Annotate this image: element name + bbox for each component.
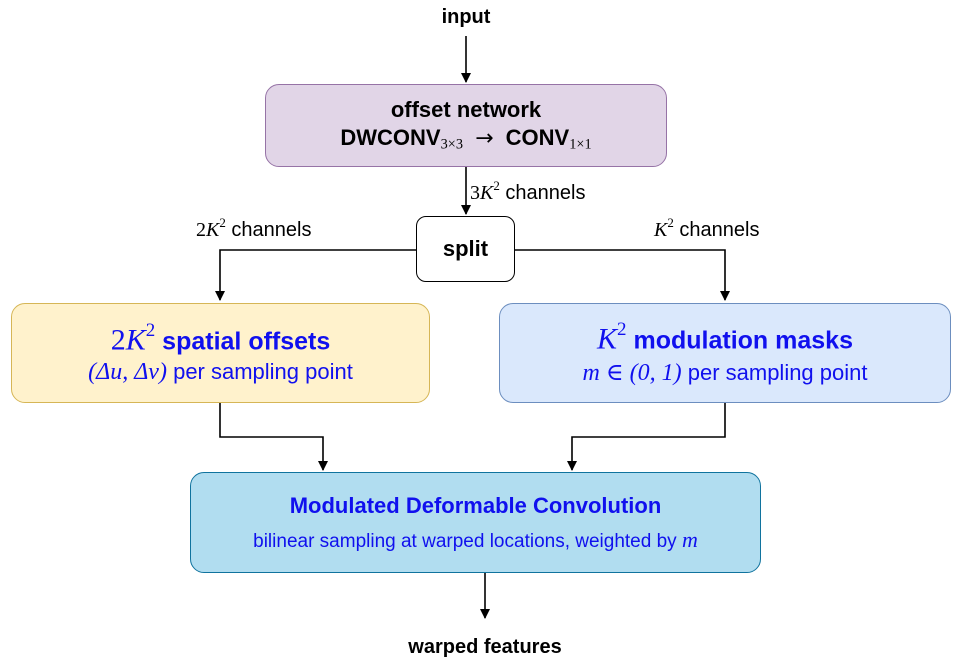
spatial-title-text: spatial offsets [162, 327, 331, 356]
conv-label: CONV [505, 125, 570, 151]
edge-2k2-text: channels [231, 219, 312, 242]
spatial-offsets-box: 2K2 spatial offsets (Δu, Δv) per samplin… [11, 303, 430, 403]
edge-label-3k2: 3K2 channels [470, 178, 585, 205]
conv-kernel: 1×1 [569, 136, 592, 153]
edge-2k2-exp: 2 [219, 215, 226, 230]
edge-3k2-exp: 2 [493, 178, 500, 193]
split-box: split [416, 216, 515, 282]
mdc-subtitle: bilinear sampling at warped locations, w… [253, 527, 698, 553]
spatial-offsets-subtitle: (Δu, Δv) per sampling point [88, 359, 353, 386]
mdc-title: Modulated Deformable Convolution [289, 492, 662, 518]
edge-k2-var: K [654, 219, 668, 242]
edge-2k2-coef: 2 [196, 219, 206, 242]
arrow-spatial-to-mdc [219, 403, 328, 471]
dwconv-kernel: 3×3 [440, 136, 463, 153]
mod-subtitle-text: per sampling point [687, 360, 868, 386]
edge-k2-text: channels [679, 219, 760, 242]
arrow-split-to-mod [515, 249, 730, 301]
edge-label-2k2: 2K2 channels [196, 215, 311, 242]
input-label: input [441, 6, 491, 28]
edge-label-k2: K2 channels [654, 215, 759, 242]
spatial-subtitle-text: per sampling point [173, 359, 353, 385]
edge-3k2-var: K [480, 182, 494, 205]
offset-network-box: offset network DWCONV3×3 → CONV1×1 [265, 84, 667, 167]
spatial-math: (Δu, Δv) [88, 359, 167, 386]
split-label: split [442, 236, 489, 261]
modulation-masks-title: K2 modulation masks [597, 319, 853, 356]
edge-3k2-text: channels [505, 182, 586, 205]
modulation-masks-subtitle: m ∈ (0, 1) per sampling point [583, 358, 868, 387]
arrow-mod-to-mdc [567, 403, 726, 471]
edge-3k2-coef: 3 [470, 182, 480, 205]
edge-k2-exp: 2 [667, 215, 674, 230]
mdc-var: m [681, 526, 698, 552]
arrow-split-to-spatial [215, 249, 416, 301]
mod-title-text: modulation masks [633, 326, 853, 355]
mdc-box: Modulated Deformable Convolution bilinea… [190, 472, 761, 573]
offset-network-ops: DWCONV3×3 → CONV1×1 [340, 125, 591, 154]
op-arrow: → [475, 126, 494, 152]
modulation-masks-box: K2 modulation masks m ∈ (0, 1) per sampl… [499, 303, 951, 403]
spatial-var: K [125, 323, 146, 357]
output-label: warped features [408, 636, 562, 658]
mod-var: K [597, 322, 618, 356]
offset-network-title: offset network [390, 97, 542, 123]
mod-math: m ∈ (0, 1) [582, 360, 682, 387]
spatial-exp: 2 [145, 319, 156, 341]
edge-2k2-var: K [206, 219, 220, 242]
mod-exp: 2 [617, 318, 627, 340]
dwconv-label: DWCONV [340, 125, 441, 151]
spatial-offsets-title: 2K2 spatial offsets [111, 320, 331, 357]
spatial-coef: 2 [110, 323, 126, 357]
mdc-subtitle-text: bilinear sampling at warped locations, w… [253, 530, 677, 552]
